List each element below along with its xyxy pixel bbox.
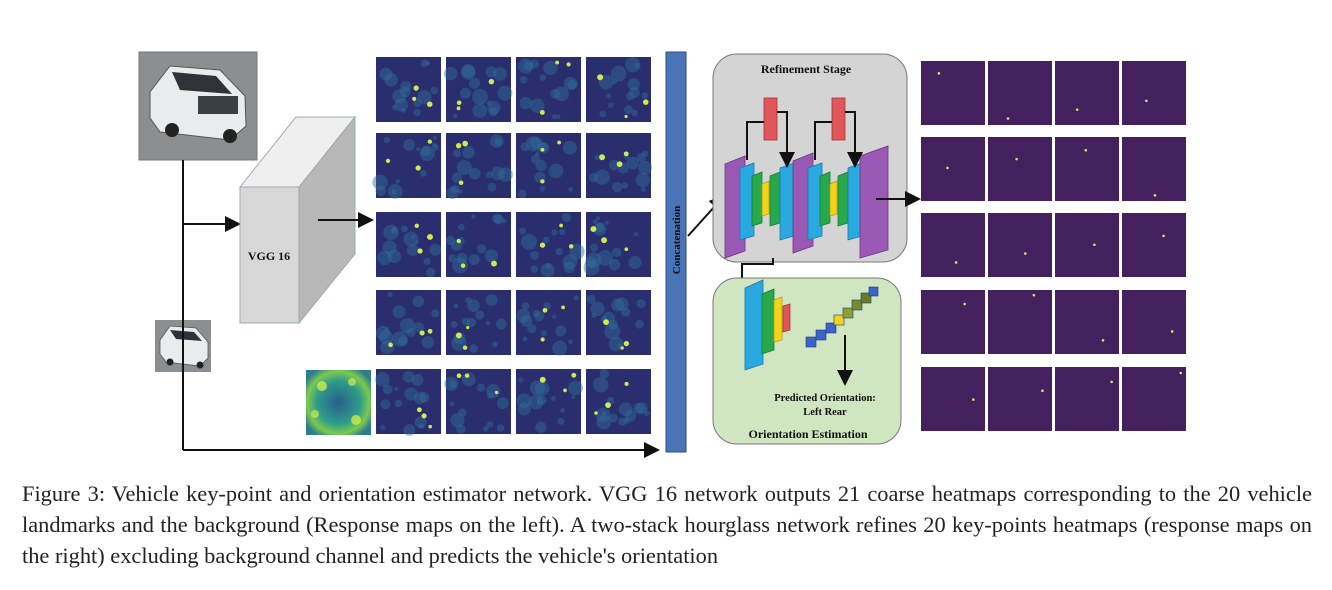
refinement-stage-panel: Refinement Stage [712,53,908,263]
input-image-large [138,51,258,161]
figure-caption: Figure 3: Vehicle key-point and orientat… [22,481,1312,568]
heatmap-tile [516,212,585,278]
coarse-heatmap-grid [372,57,653,436]
orientation-estimation-panel: Predicted Orientation: Left Rear Orienta… [712,277,902,445]
heatmap-tile [586,57,651,122]
heatmap-tile [1122,61,1186,125]
heatmap-tile [516,369,583,434]
heatmap-tile [586,368,651,434]
heatmap-tile [921,367,985,431]
heatmap-tile [921,290,985,354]
predicted-orientation-line1: Predicted Orientation: [774,393,876,404]
refined-heatmap-grid [921,61,1186,431]
heatmap-tile [1055,61,1119,125]
heatmap-tile [921,61,985,125]
background-heatmap [306,370,371,435]
refinement-stage-label: Refinement Stage [761,62,852,76]
heatmap-tile [443,57,513,122]
heatmap-tile [921,213,985,277]
heatmap-tile [516,133,581,199]
vgg16-label: VGG 16 [248,249,290,263]
heatmap-tile [375,290,441,355]
heatmap-tile [372,133,441,199]
heatmap-tile [516,290,581,356]
network-diagram: VGG 16 Concatenation Refinement Stage [138,51,1186,458]
concatenation-label: Concatenation [671,206,683,274]
concatenation-block: Concatenation [665,51,687,453]
heatmap-tile [376,57,441,122]
heatmap-tile [583,212,651,277]
heatmap-tile [988,367,1052,431]
heatmap-tile [1055,137,1119,201]
heatmap-tile [988,137,1052,201]
heatmap-tile [1122,137,1186,201]
heatmap-tile [586,290,651,355]
heatmap-tile [988,61,1052,125]
heatmap-tile [446,133,513,200]
heatmap-tile [445,212,511,277]
orientation-estimation-label: Orientation Estimation [749,427,868,441]
heatmap-tile [1055,367,1119,431]
heatmap-tile [375,369,441,436]
heatmap-tile [586,133,653,198]
heatmap-tile [446,290,511,355]
predicted-orientation-line2: Left Rear [803,407,847,418]
heatmap-tile [988,290,1052,354]
heatmap-tile [444,369,511,434]
input-connections [182,160,660,458]
heatmap-tile [1055,290,1119,354]
heatmap-tile [988,213,1052,277]
heatmap-tile [1122,367,1186,431]
heatmap-tile [1122,290,1186,354]
heatmap-tile [921,137,985,201]
heatmap-tile [516,57,581,122]
heatmap-tile [1122,213,1186,277]
heatmap-tile [376,212,442,278]
heatmap-tile [1055,213,1119,277]
